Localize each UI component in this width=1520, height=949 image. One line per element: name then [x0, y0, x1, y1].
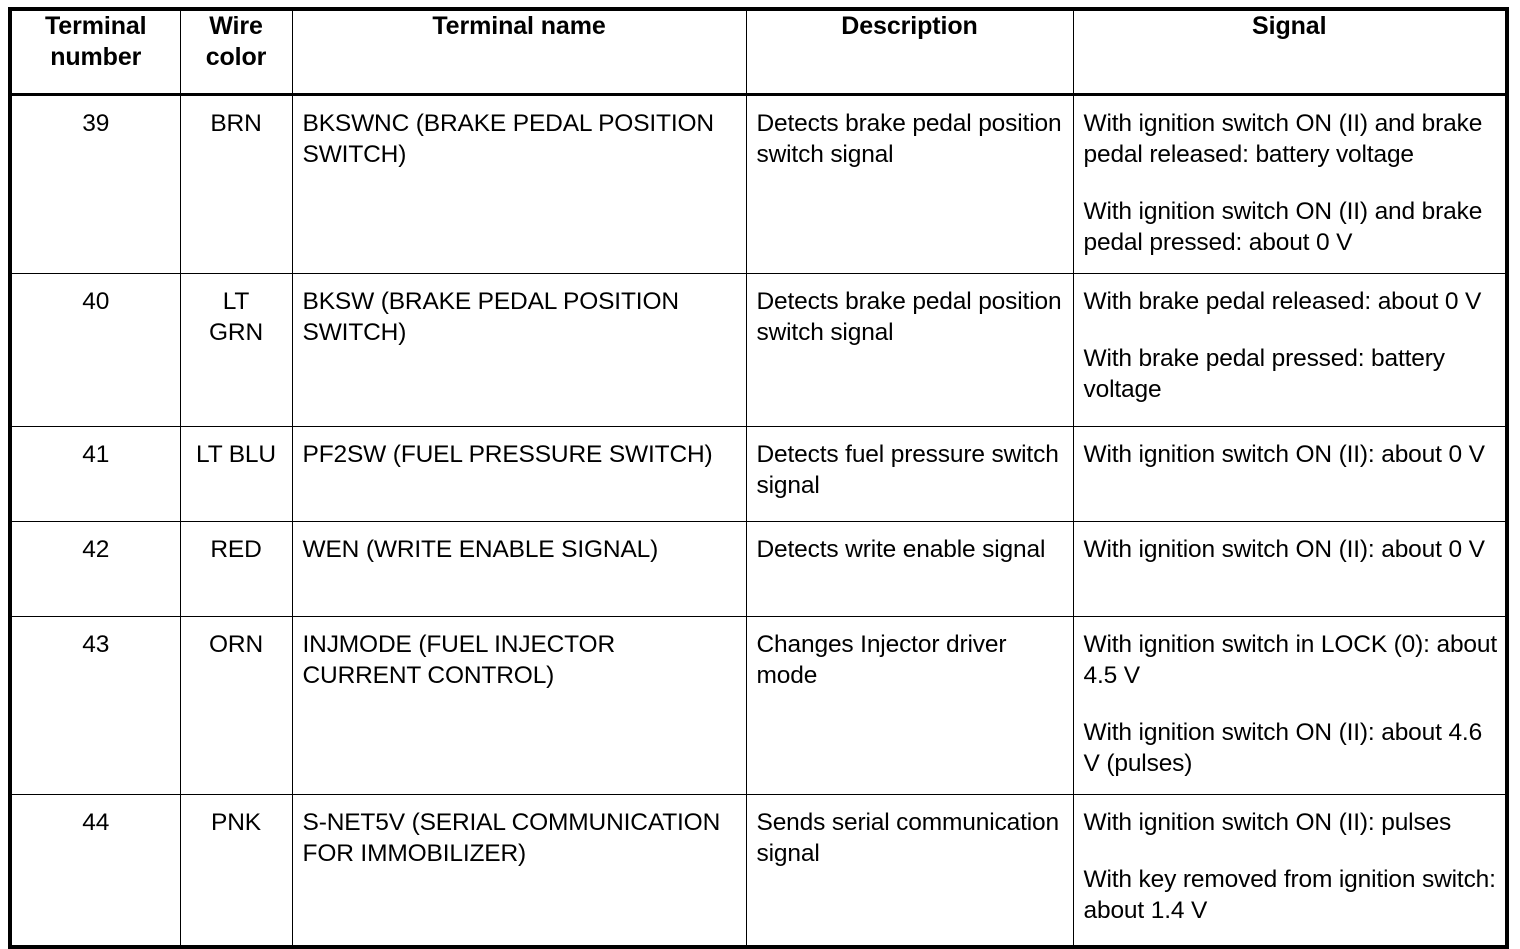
cell-wire-color: PNK [179, 794, 293, 948]
cell-terminal-number: 43 [9, 616, 181, 795]
table-row: 43 ORN INJMODE (FUEL INJECTOR CURRENT CO… [9, 616, 1508, 795]
column-header-terminal-name: Terminal name [291, 8, 747, 96]
table-body: 39 BRN BKSWNC (BRAKE PEDAL POSITION SWIT… [9, 94, 1508, 948]
table-row: 39 BRN BKSWNC (BRAKE PEDAL POSITION SWIT… [9, 94, 1508, 274]
terminal-name-value: S-NET5V (SERIAL COMMUNICATION FOR IMMOBI… [302, 809, 727, 868]
cell-terminal-number: 40 [9, 273, 181, 427]
cell-terminal-number: 39 [9, 94, 181, 274]
description-value: Detects brake pedal position switch sign… [756, 288, 1069, 347]
signal-condition: With ignition switch ON (II) and brake p… [1083, 198, 1483, 257]
cell-terminal-number: 41 [9, 426, 181, 522]
cell-terminal-name: S-NET5V (SERIAL COMMUNICATION FOR IMMOBI… [291, 794, 747, 948]
table-row: 40 LT GRN BKSW (BRAKE PEDAL POSITION SWI… [9, 273, 1508, 427]
column-header-description: Description [745, 8, 1074, 96]
signal-condition: With ignition switch in LOCK (0): about … [1083, 631, 1498, 690]
cell-terminal-name: WEN (WRITE ENABLE SIGNAL) [291, 521, 747, 617]
description-value: Detects brake pedal position switch sign… [756, 110, 1069, 169]
column-header-terminal-number: Terminal number [9, 8, 181, 96]
cell-wire-color: RED [179, 521, 293, 617]
terminal-number-value: 42 [82, 536, 110, 563]
wire-color-value: ORN [209, 631, 263, 658]
terminal-number-value: 43 [82, 631, 110, 658]
table-header-row: Terminal number Wire color Terminal name… [9, 8, 1508, 96]
description-value: Detects fuel pressure switch signal [756, 441, 1066, 500]
signal-condition: With ignition switch ON (II): pulses [1083, 809, 1452, 836]
cell-description: Changes Injector driver mode [745, 616, 1074, 795]
cell-signal: With ignition switch ON (II): about 0 V [1072, 521, 1508, 617]
signal-condition: With ignition switch ON (II): about 0 V [1083, 441, 1485, 468]
column-header-terminal-number-label: Terminal number [44, 12, 147, 71]
terminal-specification-table: Terminal number Wire color Terminal name… [8, 7, 1509, 949]
cell-signal: With ignition switch ON (II): pulses Wit… [1072, 794, 1508, 948]
table-row: 44 PNK S-NET5V (SERIAL COMMUNICATION FOR… [9, 794, 1508, 948]
column-header-signal-label: Signal [1252, 12, 1327, 40]
signal-condition: With ignition switch ON (II) and brake p… [1083, 110, 1483, 169]
cell-description: Sends serial communication signal [745, 794, 1074, 948]
column-header-wire-color: Wire color [179, 8, 293, 96]
cell-wire-color: LT GRN [179, 273, 293, 427]
cell-signal: With ignition switch ON (II) and brake p… [1072, 94, 1508, 274]
wire-color-value: BRN [210, 110, 262, 137]
wire-color-value: LT BLU [196, 441, 276, 468]
terminal-name-value: BKSW (BRAKE PEDAL POSITION SWITCH) [302, 288, 686, 347]
description-value: Detects write enable signal [756, 536, 1046, 563]
column-header-wire-color-label: Wire color [205, 12, 267, 71]
terminal-name-value: PF2SW (FUEL PRESSURE SWITCH) [302, 441, 713, 468]
terminal-name-value: WEN (WRITE ENABLE SIGNAL) [302, 536, 659, 563]
signal-condition: With key removed from ignition switch: a… [1083, 866, 1496, 925]
cell-wire-color: ORN [179, 616, 293, 795]
signal-condition: With ignition switch ON (II): about 4.6 … [1083, 719, 1483, 778]
terminal-number-value: 40 [82, 288, 110, 315]
wire-color-value: PNK [211, 809, 261, 836]
table-header: Terminal number Wire color Terminal name… [9, 8, 1508, 96]
signal-condition: With ignition switch ON (II): about 0 V [1083, 536, 1485, 563]
terminal-number-value: 41 [82, 441, 110, 468]
column-header-terminal-name-label: Terminal name [432, 12, 606, 40]
column-header-description-label: Description [841, 12, 978, 40]
cell-description: Detects write enable signal [745, 521, 1074, 617]
cell-terminal-name: INJMODE (FUEL INJECTOR CURRENT CONTROL) [291, 616, 747, 795]
cell-wire-color: BRN [179, 94, 293, 274]
document-page: Terminal number Wire color Terminal name… [8, 7, 1509, 949]
table-row: 42 RED WEN (WRITE ENABLE SIGNAL) Detects… [9, 521, 1508, 617]
cell-wire-color: LT BLU [179, 426, 293, 522]
terminal-number-value: 44 [82, 809, 110, 836]
cell-terminal-name: BKSWNC (BRAKE PEDAL POSITION SWITCH) [291, 94, 747, 274]
wire-color-value: LT GRN [209, 288, 263, 347]
terminal-name-value: INJMODE (FUEL INJECTOR CURRENT CONTROL) [302, 631, 622, 690]
signal-condition: With brake pedal pressed: battery voltag… [1083, 345, 1446, 404]
cell-signal: With ignition switch in LOCK (0): about … [1072, 616, 1508, 795]
description-value: Changes Injector driver mode [756, 631, 1014, 690]
cell-description: Detects brake pedal position switch sign… [745, 273, 1074, 427]
terminal-name-value: BKSWNC (BRAKE PEDAL POSITION SWITCH) [302, 110, 721, 169]
cell-terminal-name: BKSW (BRAKE PEDAL POSITION SWITCH) [291, 273, 747, 427]
cell-signal: With ignition switch ON (II): about 0 V [1072, 426, 1508, 522]
wire-color-value: RED [210, 536, 262, 563]
cell-terminal-number: 44 [9, 794, 181, 948]
cell-description: Detects fuel pressure switch signal [745, 426, 1074, 522]
cell-terminal-name: PF2SW (FUEL PRESSURE SWITCH) [291, 426, 747, 522]
column-header-signal: Signal [1072, 8, 1508, 96]
cell-terminal-number: 42 [9, 521, 181, 617]
cell-description: Detects brake pedal position switch sign… [745, 94, 1074, 274]
table-row: 41 LT BLU PF2SW (FUEL PRESSURE SWITCH) D… [9, 426, 1508, 522]
description-value: Sends serial communication signal [756, 809, 1066, 868]
signal-condition: With brake pedal released: about 0 V [1083, 288, 1482, 315]
cell-signal: With brake pedal released: about 0 V Wit… [1072, 273, 1508, 427]
terminal-number-value: 39 [82, 110, 110, 137]
